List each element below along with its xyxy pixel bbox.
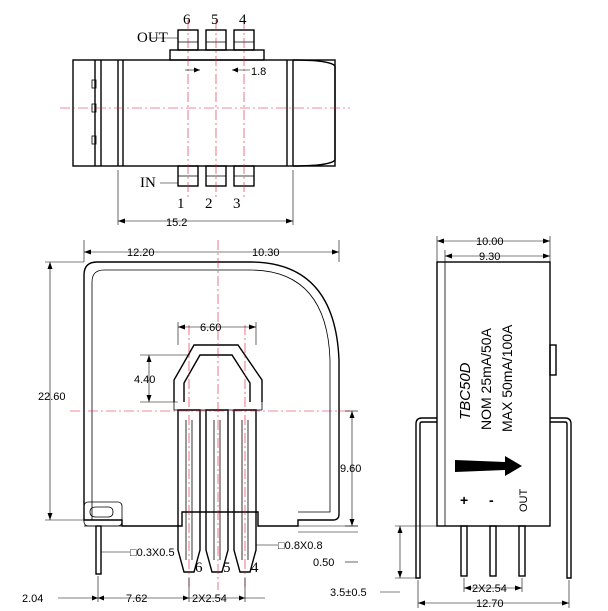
minus-label: - [489, 492, 494, 508]
pin-label-1: 1 [177, 196, 185, 212]
dim-edge: 2.04 [22, 593, 43, 605]
front-pins [173, 402, 263, 573]
dim-pin-gap: 1.8 [251, 66, 266, 78]
note-left-pin: □0.3X0.5 [130, 547, 175, 559]
arrow-icon [455, 456, 522, 476]
model-text: TBC50D [457, 362, 474, 420]
dim-side-outer: 10.00 [476, 236, 504, 248]
dim-loop-width: 6.60 [200, 322, 221, 334]
dim-top-width: 15.2 [166, 217, 187, 229]
front-pin-5: 5 [223, 560, 231, 576]
pin-label-5: 5 [211, 12, 219, 28]
top-body [72, 59, 336, 167]
dim-right: 10.30 [252, 247, 280, 259]
note-pins: □0.8X0.8 [278, 540, 323, 552]
pin-label-6: 6 [183, 12, 191, 28]
dim-side-pitch: 2X2.54 [472, 583, 507, 595]
out-side-label: OUT [518, 489, 530, 513]
dim-pin-height: 9.60 [340, 463, 361, 475]
dim-height: 22.60 [38, 391, 66, 403]
max-text: MAX 50mA/100A [499, 324, 515, 432]
plus-label: + [460, 492, 468, 508]
front-view: 12.20 10.30 22.60 6.60 4.40 9.60 □0.3X0.… [22, 240, 361, 605]
front-pin-4: 4 [251, 560, 259, 576]
pin-label-2: 2 [205, 196, 213, 212]
dim-side-inner: 9.30 [479, 251, 500, 263]
nom-text: NOM 25mA/50A [478, 327, 494, 430]
dim-pin-len: 0.50 [313, 557, 334, 569]
dim-offset: 7.62 [126, 593, 147, 605]
out-label: OUT [137, 30, 168, 46]
pin-label-3: 3 [233, 196, 241, 212]
front-pin-6: 6 [195, 560, 203, 576]
dim-side-width: 12.70 [476, 598, 504, 610]
dim-left: 12.20 [127, 247, 155, 259]
front-body [83, 261, 340, 527]
dim-pitch: 2X2.54 [192, 593, 227, 605]
top-view: 1.8 15.2 OUT IN 6 5 4 1 2 3 [60, 12, 350, 229]
dim-standoff: 3.5±0.5 [330, 587, 367, 599]
side-view: 10.00 9.30 TBC50D NOM 25mA/50A MAX 50mA/… [330, 236, 572, 610]
pin-label-4: 4 [239, 12, 247, 28]
dim-loop-height: 4.40 [134, 374, 155, 386]
in-label: IN [140, 175, 156, 191]
